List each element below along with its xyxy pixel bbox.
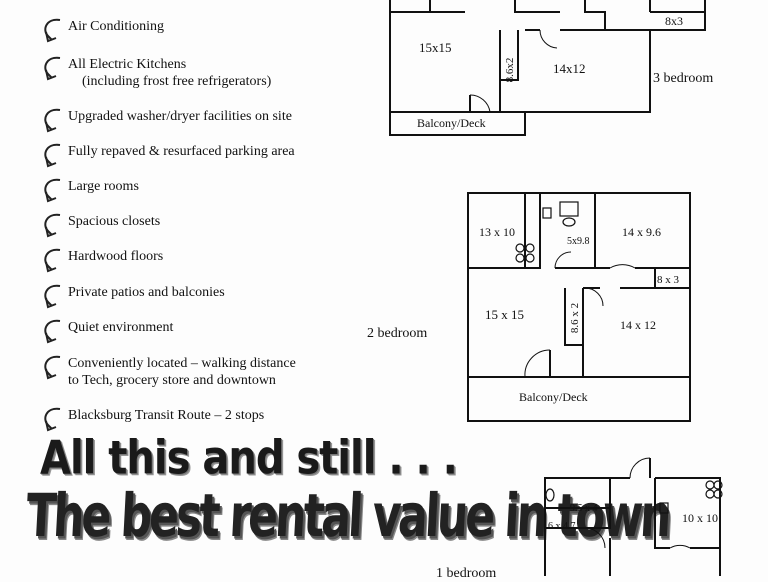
headline-subtitle: All this and still . . .	[40, 432, 458, 485]
room-label-bedroom: 14x12	[553, 61, 586, 76]
amenities-list: Air Conditioning All Electric Kitchens (…	[0, 0, 340, 440]
amenity-item: Blacksburg Transit Route – 2 stops	[38, 407, 264, 435]
room-label-closet: 6 x 4.7	[548, 521, 576, 532]
amenity-item: Large rooms	[38, 178, 139, 206]
room-label-hall: 8.6x2	[504, 58, 516, 83]
curved-arrow-icon	[44, 143, 61, 168]
room-label-hall: 8.6 x 2	[569, 303, 581, 333]
room-label-bath: 9.5 x 4	[570, 503, 598, 514]
room-label-bedroom: 10 x 10	[682, 511, 718, 525]
amenity-item: Spacious closets	[38, 213, 160, 241]
floorplan-3-bedroom: 15x15 8.6x2 14x12 8x3 Balcony/Deck	[389, 0, 706, 136]
amenity-text: Fully repaved & resurfaced parking area	[68, 144, 295, 159]
amenity-text: Upgraded washer/dryer facilities on site	[68, 109, 292, 124]
amenity-text: Large rooms	[68, 179, 139, 194]
amenity-item: Fully repaved & resurfaced parking area	[38, 143, 295, 171]
amenity-item: All Electric Kitchens (including frost f…	[38, 56, 271, 90]
amenity-text: Air Conditioning	[68, 19, 165, 34]
room-label-bedroom-1: 13 x 10	[479, 225, 515, 239]
amenity-item: Hardwood floors	[38, 248, 163, 276]
room-label-bedroom-3: 14 x 12	[620, 318, 656, 332]
amenity-text: Spacious closets	[68, 214, 161, 229]
room-label-living: 15 x 15	[485, 307, 524, 322]
plan-caption-1-bedroom: 1 bedroom	[436, 566, 497, 581]
amenity-text: All Electric Kitchens (including frost f…	[68, 57, 272, 89]
amenity-item: Upgraded washer/dryer facilities on site	[38, 108, 292, 136]
amenity-text: Private patios and balconies	[68, 285, 225, 300]
amenity-item: Conveniently located – walking distance …	[38, 355, 296, 389]
curved-arrow-icon	[44, 248, 61, 273]
curved-arrow-icon	[44, 407, 61, 432]
floorplan-1-bedroom: 9.5 x 4 6 x 4.7 10 x 10	[544, 457, 723, 576]
amenity-text: Quiet environment	[68, 320, 174, 335]
room-label-bedroom-2: 14 x 9.6	[622, 225, 661, 239]
curved-arrow-icon	[44, 284, 61, 309]
room-label-bath: 5x9.8	[567, 236, 590, 247]
room-label-balcony: Balcony/Deck	[519, 390, 588, 404]
curved-arrow-icon	[44, 56, 61, 81]
floorplan-2-bedroom: 13 x 10 5x9.8 14 x 9.6 8 x 3 15 x 15 8.6…	[467, 192, 691, 422]
amenity-text: Blacksburg Transit Route – 2 stops	[68, 408, 265, 423]
curved-arrow-icon	[44, 178, 61, 203]
amenity-text: Hardwood floors	[68, 249, 164, 264]
amenity-text: Conveniently located – walking distance …	[68, 356, 296, 388]
amenity-item: Air Conditioning	[38, 18, 164, 46]
plan-caption-3-bedroom: 3 bedroom	[653, 71, 714, 86]
room-label-balcony: Balcony/Deck	[417, 116, 486, 130]
plan-caption-2-bedroom: 2 bedroom	[367, 326, 428, 341]
amenity-item: Private patios and balconies	[38, 284, 225, 312]
amenity-item: Quiet environment	[38, 319, 173, 347]
curved-arrow-icon	[44, 18, 61, 43]
curved-arrow-icon	[44, 213, 61, 238]
curved-arrow-icon	[44, 355, 61, 380]
room-label-living: 15x15	[419, 40, 452, 55]
curved-arrow-icon	[44, 108, 61, 133]
room-label-closet: 8x3	[665, 14, 683, 28]
curved-arrow-icon	[44, 319, 61, 344]
room-label-closet: 8 x 3	[657, 274, 680, 286]
